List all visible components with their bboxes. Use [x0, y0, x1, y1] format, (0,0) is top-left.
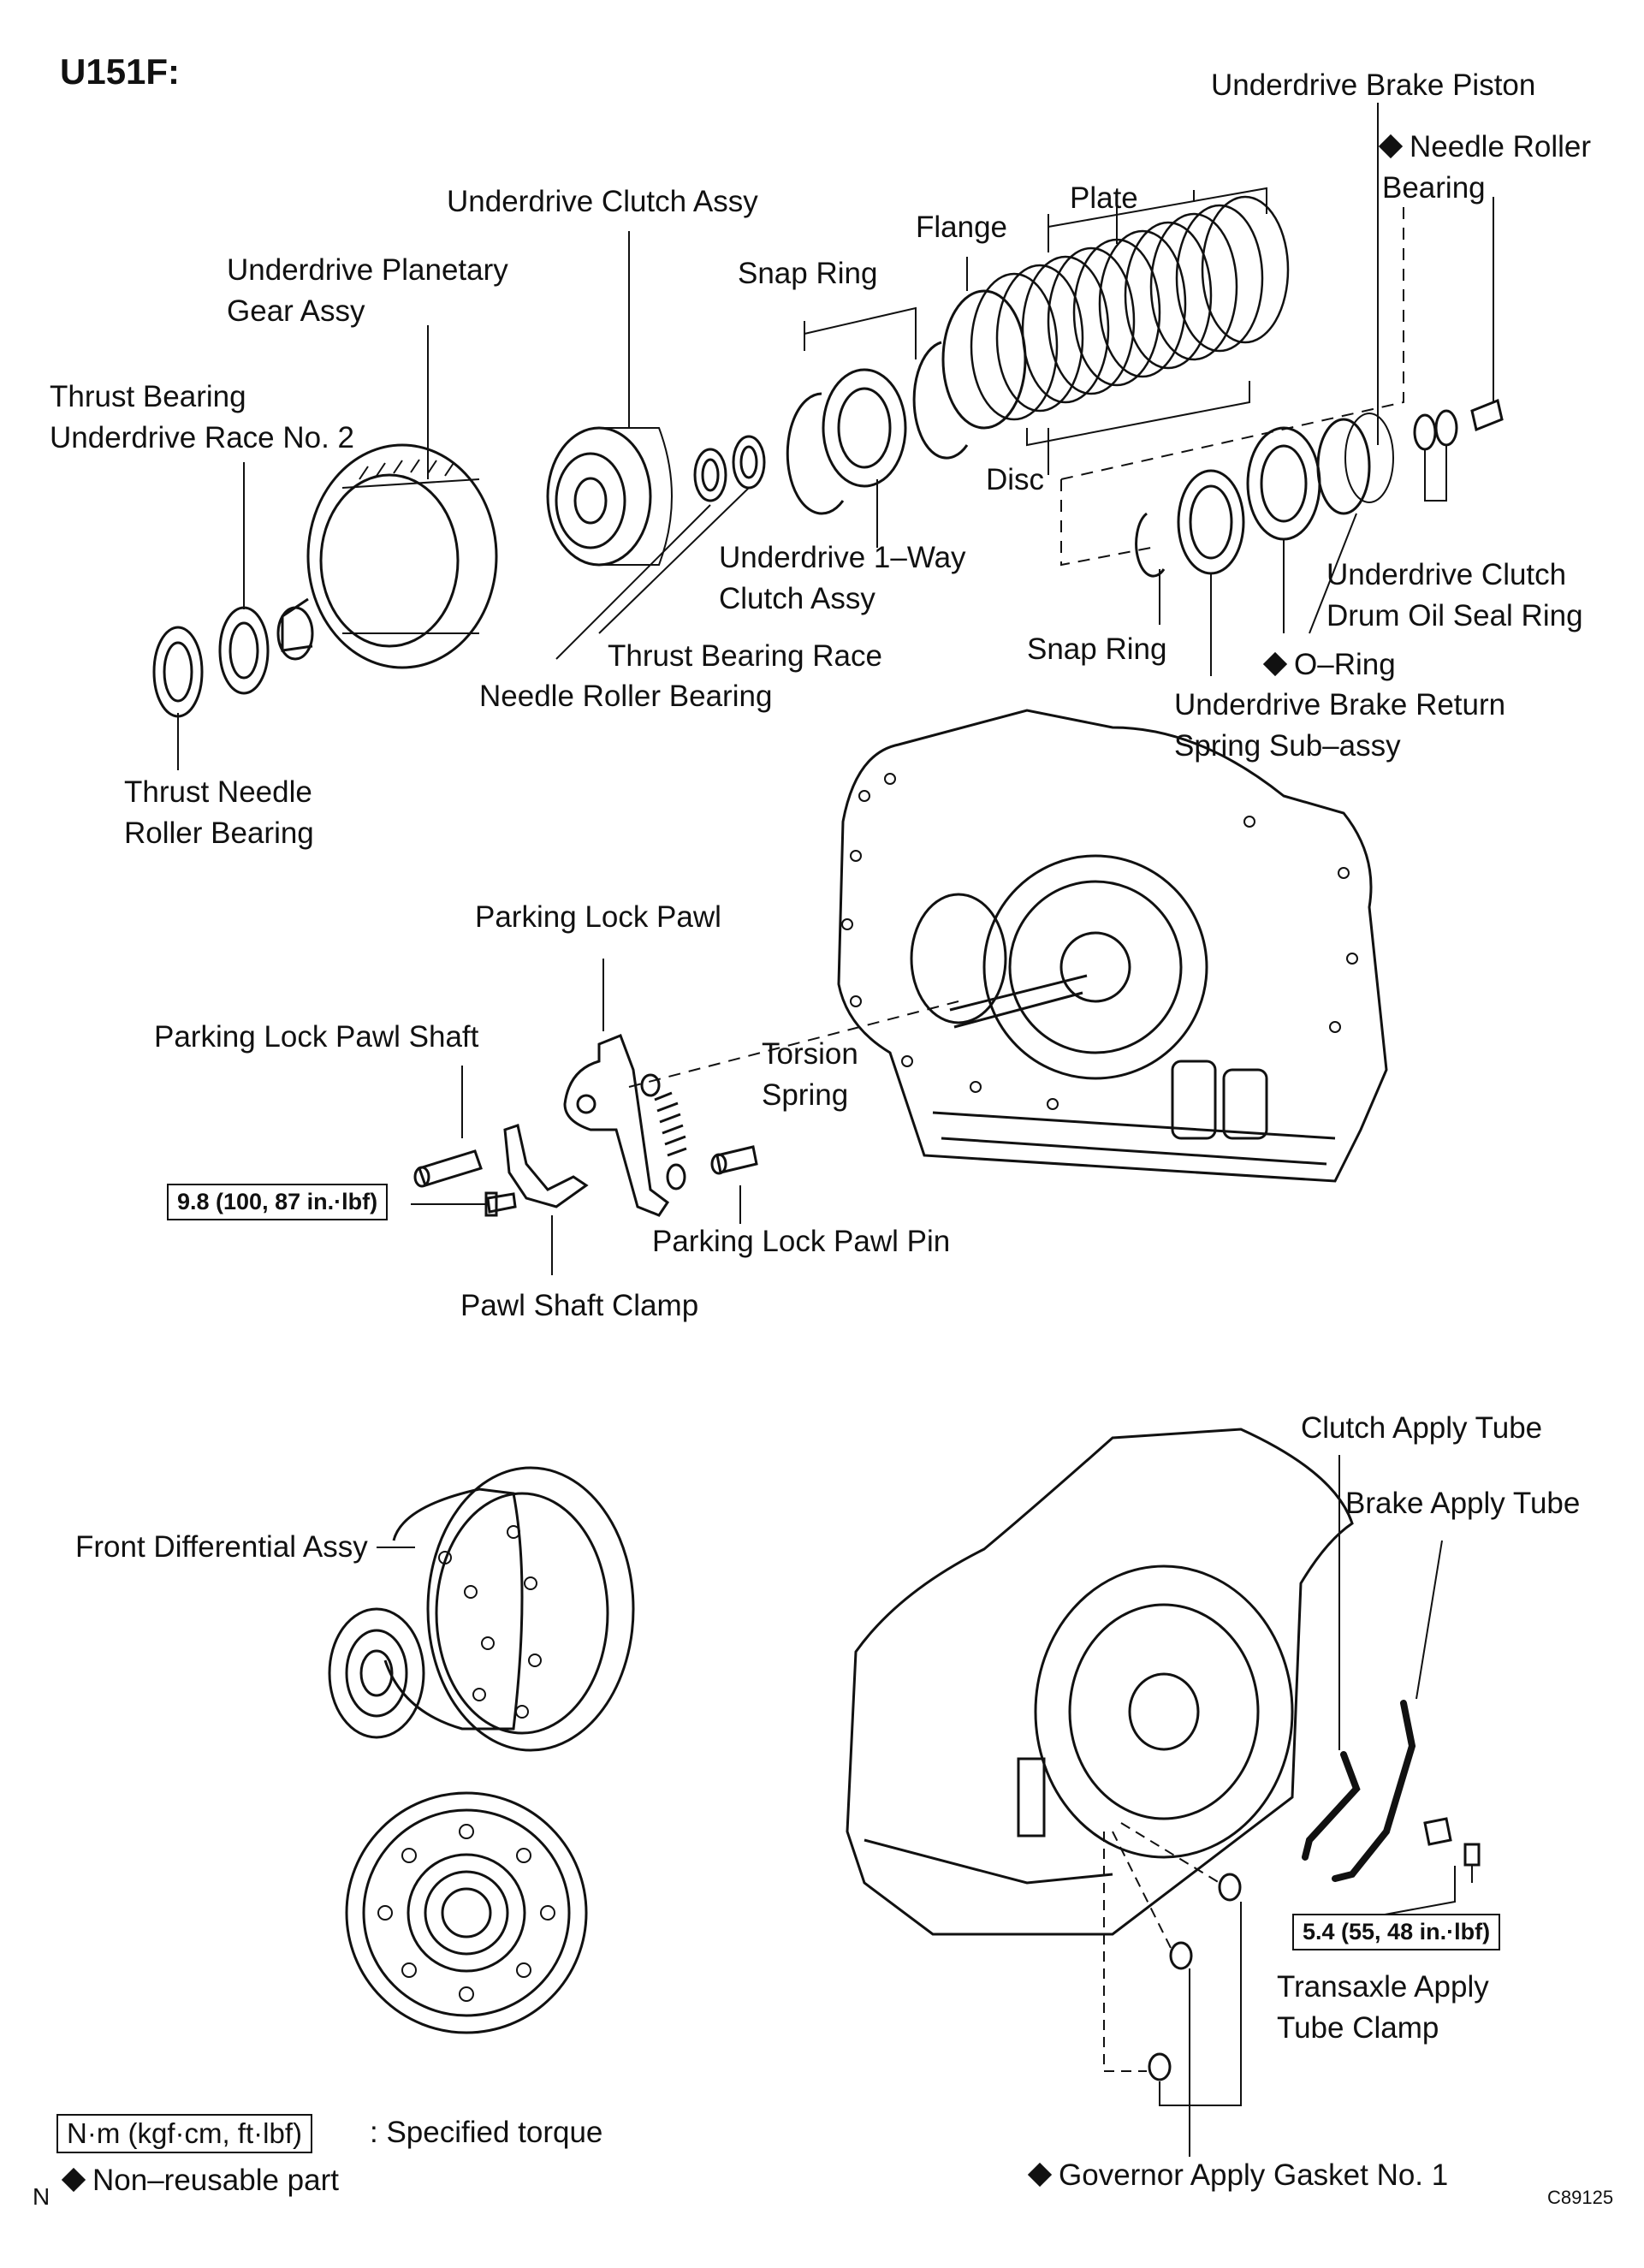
label-text: Governor Apply Gasket No. 1	[1059, 2158, 1449, 2192]
legend-nonreusable: Non–reusable part	[61, 2160, 339, 2201]
label-disc: Disc	[986, 463, 1045, 496]
label-oil-seal-ring: Underdrive Clutch Drum Oil Seal Ring	[1326, 558, 1583, 632]
o-ring-part	[1316, 418, 1371, 515]
label-flange: Flange	[916, 211, 1008, 244]
label-underdrive-clutch-assy: Underdrive Clutch Assy	[447, 185, 758, 218]
needle-roller-bearing-top-part	[1470, 398, 1504, 432]
label-return-spring: Underdrive Brake Return Spring Sub–assy	[1174, 688, 1506, 763]
snap-ring-upper-part	[786, 392, 845, 515]
label-pawl-shaft-clamp: Pawl Shaft Clamp	[460, 1289, 699, 1322]
return-spring-part	[1177, 469, 1245, 575]
tube-clamp-part	[1423, 1817, 1481, 1867]
label-needle-roller-bearing-top: Needle Roller Bearing	[1378, 127, 1592, 209]
label-front-differential-assy: Front Differential Assy	[75, 1530, 368, 1564]
figure-code: C89125	[1547, 2187, 1614, 2208]
oil-seal-ring-part	[1413, 413, 1437, 451]
brake-piston-part	[1246, 426, 1321, 541]
bolt-part	[484, 1191, 517, 1217]
label-needle-roller-bearing: Needle Roller Bearing	[479, 680, 773, 713]
brake-apply-tube-part	[1332, 1700, 1416, 1882]
label-underdrive-planetary-gear-assy: Underdrive Planetary Gear Assy	[227, 253, 508, 328]
label-text: O–Ring	[1294, 648, 1396, 681]
label-torsion-spring: Torsion Spring	[762, 1037, 858, 1112]
label-clutch-apply-tube: Clutch Apply Tube	[1301, 1411, 1543, 1445]
parking-lock-pawl-shaft-part	[413, 1149, 483, 1188]
nonreusable-diamond-icon	[1378, 134, 1404, 159]
label-thrust-bearing-race-no2: Thrust Bearing Underdrive Race No. 2	[50, 380, 354, 454]
parking-lock-pawl-pin-part	[710, 1145, 758, 1175]
differential-front-view	[345, 1791, 588, 2034]
label-transaxle-apply-tube-clamp: Transaxle Apply Tube Clamp	[1277, 1970, 1489, 2045]
underdrive-planetary-gear-part	[276, 443, 498, 669]
thrust-bearing-race-no2-part	[218, 606, 270, 695]
thrust-needle-roller-bearing-part	[152, 626, 204, 718]
label-underdrive-brake-piston: Underdrive Brake Piston	[1211, 68, 1536, 102]
pawl-shaft-clamp-part	[503, 1124, 589, 1208]
flange-part	[941, 289, 1027, 430]
torque-spec-tube-clamp: 5.4 (55, 48 in.·lbf)	[1292, 1914, 1501, 1950]
snap-ring-lower-part	[1135, 512, 1166, 578]
corner-mark: N	[33, 2183, 50, 2210]
label-plate: Plate	[1070, 181, 1138, 215]
underdrive-clutch-part	[546, 426, 673, 567]
label-thrust-needle-roller-bearing: Thrust Needle Roller Bearing	[124, 775, 314, 850]
label-parking-lock-pawl-shaft: Parking Lock Pawl Shaft	[154, 1020, 479, 1054]
plate-disc-stack	[970, 195, 1290, 421]
legend-torque-unit-box: N·m (kgf·cm, ft·lbf)	[56, 2114, 312, 2153]
front-differential-drawing	[328, 1466, 635, 1752]
nonreusable-diamond-icon	[1027, 2162, 1053, 2188]
thrust-bearing-race-part	[732, 435, 766, 490]
governor-apply-gasket-part	[1148, 1873, 1242, 2081]
transaxle-case-drawing	[837, 709, 1388, 1183]
label-text: Needle Roller Bearing	[1382, 130, 1592, 205]
label-o-ring: O–Ring	[1262, 644, 1396, 686]
label-brake-apply-tube: Brake Apply Tube	[1345, 1487, 1581, 1520]
torsion-spring-part	[640, 1073, 687, 1190]
nonreusable-diamond-icon	[1262, 651, 1288, 677]
label-governor-apply-gasket: Governor Apply Gasket No. 1	[1027, 2155, 1449, 2196]
label-parking-lock-pawl-pin: Parking Lock Pawl Pin	[652, 1225, 951, 1258]
label-snap-ring-upper: Snap Ring	[738, 257, 878, 290]
one-way-clutch-part	[822, 368, 907, 488]
model-title: U151F:	[60, 51, 181, 92]
clutch-apply-tube-part	[1302, 1751, 1361, 1861]
nonreusable-diamond-icon	[61, 2167, 86, 2193]
label-text: Non–reusable part	[92, 2164, 339, 2197]
label-snap-ring-lower: Snap Ring	[1027, 632, 1167, 666]
label-parking-lock-pawl: Parking Lock Pawl	[475, 900, 721, 934]
torque-spec-pawl-clamp: 9.8 (100, 87 in.·lbf)	[167, 1184, 389, 1220]
label-thrust-bearing-race: Thrust Bearing Race	[608, 639, 882, 673]
needle-roller-bearing-part	[693, 448, 727, 502]
transaxle-rear-drawing	[846, 1428, 1354, 1936]
snap-ring-flange-part	[912, 341, 969, 460]
label-underdrive-1way-clutch-assy: Underdrive 1–Way Clutch Assy	[719, 541, 966, 615]
legend-torque-desc: : Specified torque	[370, 2116, 603, 2149]
parking-lock-pawl-part	[563, 1034, 670, 1217]
